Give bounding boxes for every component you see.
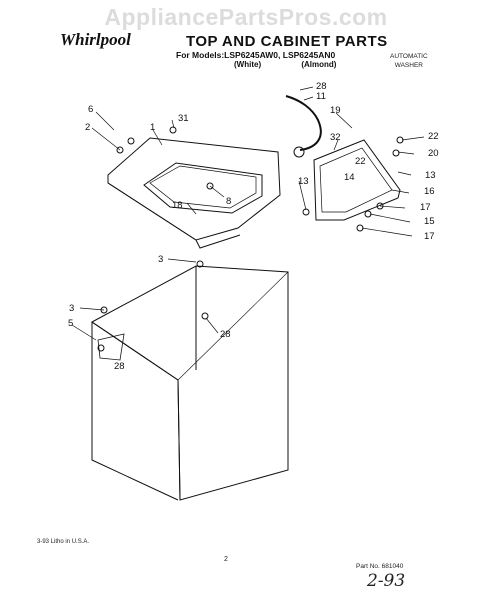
callout-1: 1 [150, 122, 155, 133]
callout-5: 5 [68, 318, 73, 329]
callout-15: 15 [424, 216, 435, 227]
callout-2: 2 [85, 122, 90, 133]
hose [285, 95, 322, 151]
handwritten-note: 2-93 [367, 571, 406, 591]
variant-almond: (Almond) [301, 60, 337, 69]
callout-11: 11 [316, 91, 326, 102]
callout-31: 31 [178, 113, 189, 124]
callout-20: 20 [428, 148, 439, 159]
models-line: For Models:LSP6245AW0, LSP6245AN0 [176, 50, 336, 60]
callout-labels: 6 2 1 31 28 11 19 32 22 22 20 13 13 14 1… [68, 81, 439, 372]
callout-22-mid: 22 [355, 156, 366, 167]
appliance-type-line-1: AUTOMATIC [390, 53, 428, 60]
callout-14: 14 [344, 172, 355, 183]
callout-17-lower: 17 [424, 231, 435, 242]
callout-3-upper: 3 [158, 254, 163, 265]
model-numbers: For Models:LSP6245AW0, LSP6245AN0 (White… [176, 50, 336, 69]
top-lid-opening [143, 162, 263, 214]
top-panel [107, 137, 281, 241]
callout-22-right: 22 [428, 131, 439, 142]
print-date: 3-93 Litho in U.S.A. [37, 539, 90, 545]
callout-13-left: 13 [298, 176, 309, 187]
callout-18: 18 [172, 200, 183, 211]
callout-19: 19 [330, 105, 341, 116]
callout-28-front: 28 [114, 361, 125, 372]
whirlpool-logo: Whirlpool [60, 30, 131, 49]
callout-28-cabinet: 28 [220, 329, 231, 340]
callout-17-upper: 17 [420, 202, 431, 213]
variant-white: (White) [234, 60, 262, 69]
callout-3-lower: 3 [69, 303, 74, 314]
page-title: TOP AND CABINET PARTS [186, 33, 388, 50]
appliance-type-line-2: WASHER [394, 62, 423, 69]
callout-16: 16 [424, 186, 435, 197]
callout-28-top: 28 [316, 81, 327, 92]
watermark: AppliancePartsPros.com [104, 4, 388, 30]
control-console [313, 139, 401, 221]
callout-32: 32 [330, 132, 341, 143]
callout-13-right: 13 [425, 170, 436, 181]
callout-6: 6 [88, 104, 93, 115]
callout-8: 8 [226, 196, 231, 207]
page-number: 2 [224, 556, 228, 563]
appliance-type: AUTOMATIC WASHER [390, 52, 428, 70]
part-number: Part No. 681040 [356, 563, 404, 570]
model-variants: (White) (Almond) [176, 60, 336, 69]
cabinet-front-edge [177, 379, 181, 501]
